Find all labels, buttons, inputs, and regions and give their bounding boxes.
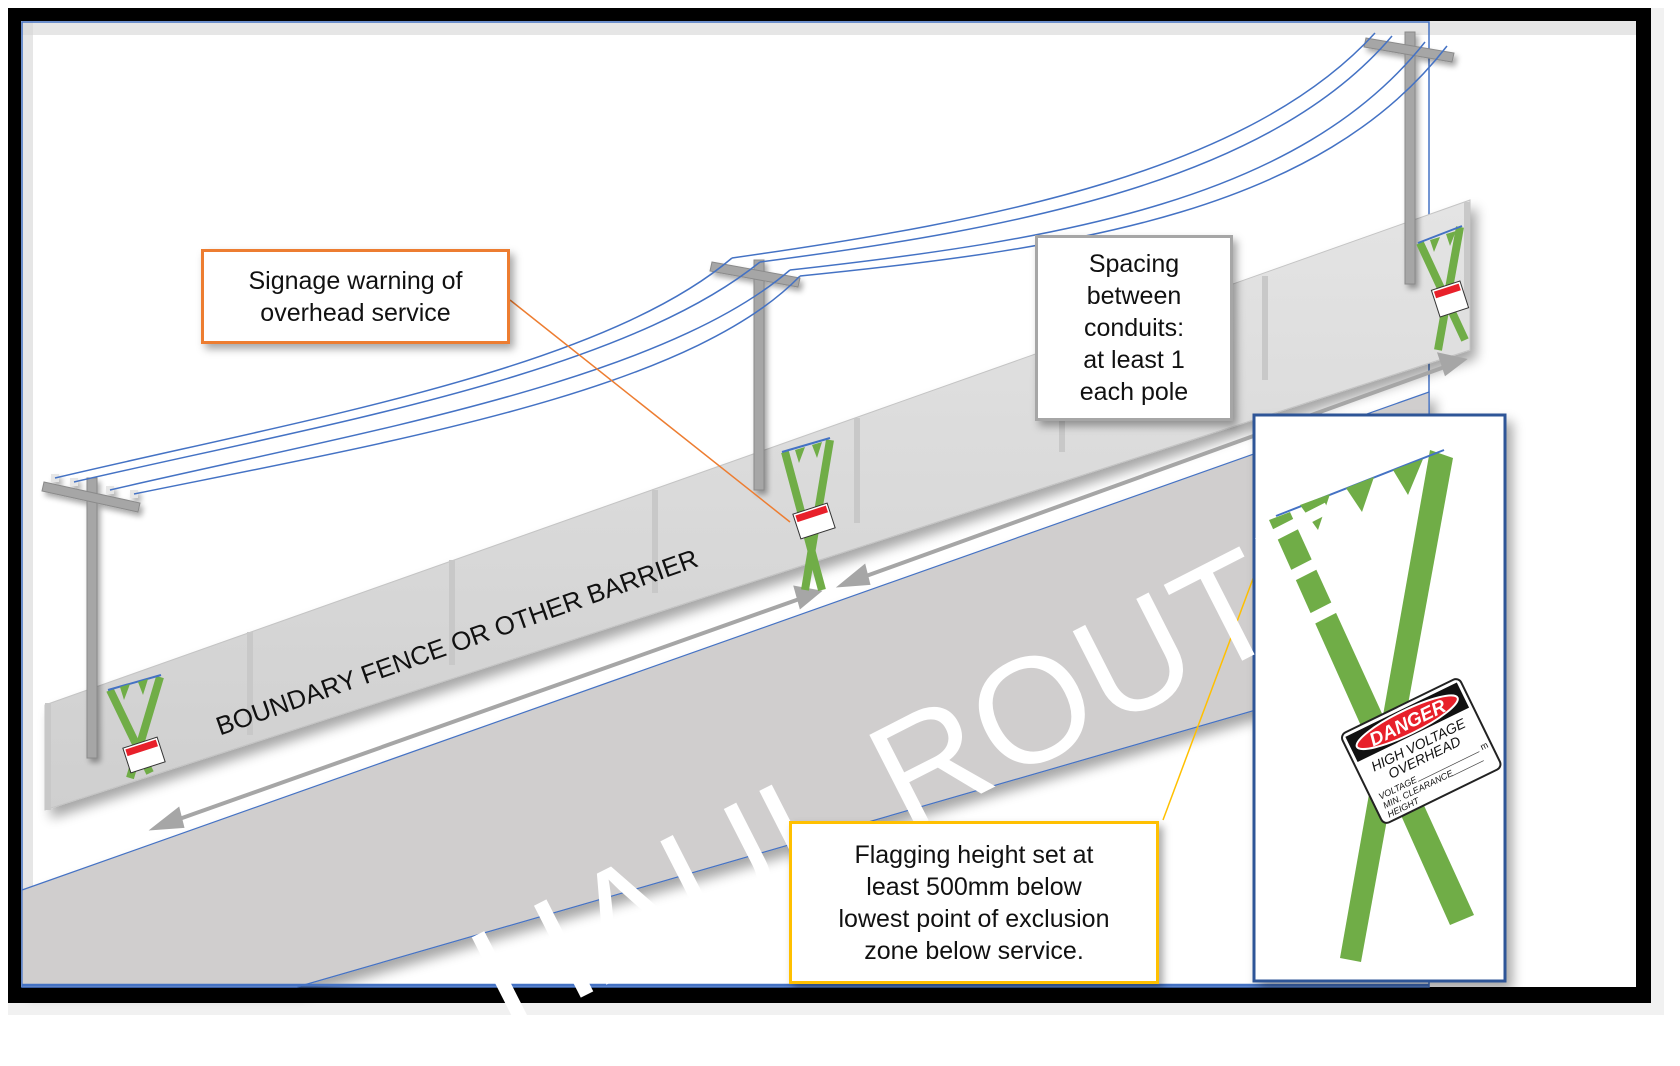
flag-cross-left <box>106 674 166 780</box>
callout-flagging-text: Flagging height set at least 500mm below… <box>838 840 1110 965</box>
callout-spacing-text: Spacing between conduits: at least 1 eac… <box>1079 250 1189 406</box>
flag-cross-middle <box>781 437 836 592</box>
inset-flag-cross <box>1269 449 1474 962</box>
callout-signage: Signage warning of overhead service <box>201 249 510 344</box>
callout-spacing: Spacing between conduits: at least 1 eac… <box>1035 235 1233 421</box>
fence-posts <box>45 202 1470 810</box>
callout-flagging: Flagging height set at least 500mm below… <box>789 821 1159 984</box>
callout-signage-text: Signage warning of overhead service <box>248 266 463 327</box>
spacing-arrow-right <box>835 352 1468 588</box>
flag-cross-right <box>1416 225 1470 351</box>
overhead-wires <box>54 32 1448 495</box>
diagram-canvas: DANGER HIGH VOLTAGE OVERHEAD VOLTAGE MIN… <box>8 8 1664 1015</box>
inset-danger-sign: DANGER HIGH VOLTAGE OVERHEAD VOLTAGE MIN… <box>1341 678 1502 824</box>
danger-sign-unit: m <box>1479 740 1490 752</box>
leader-signage <box>509 299 791 523</box>
